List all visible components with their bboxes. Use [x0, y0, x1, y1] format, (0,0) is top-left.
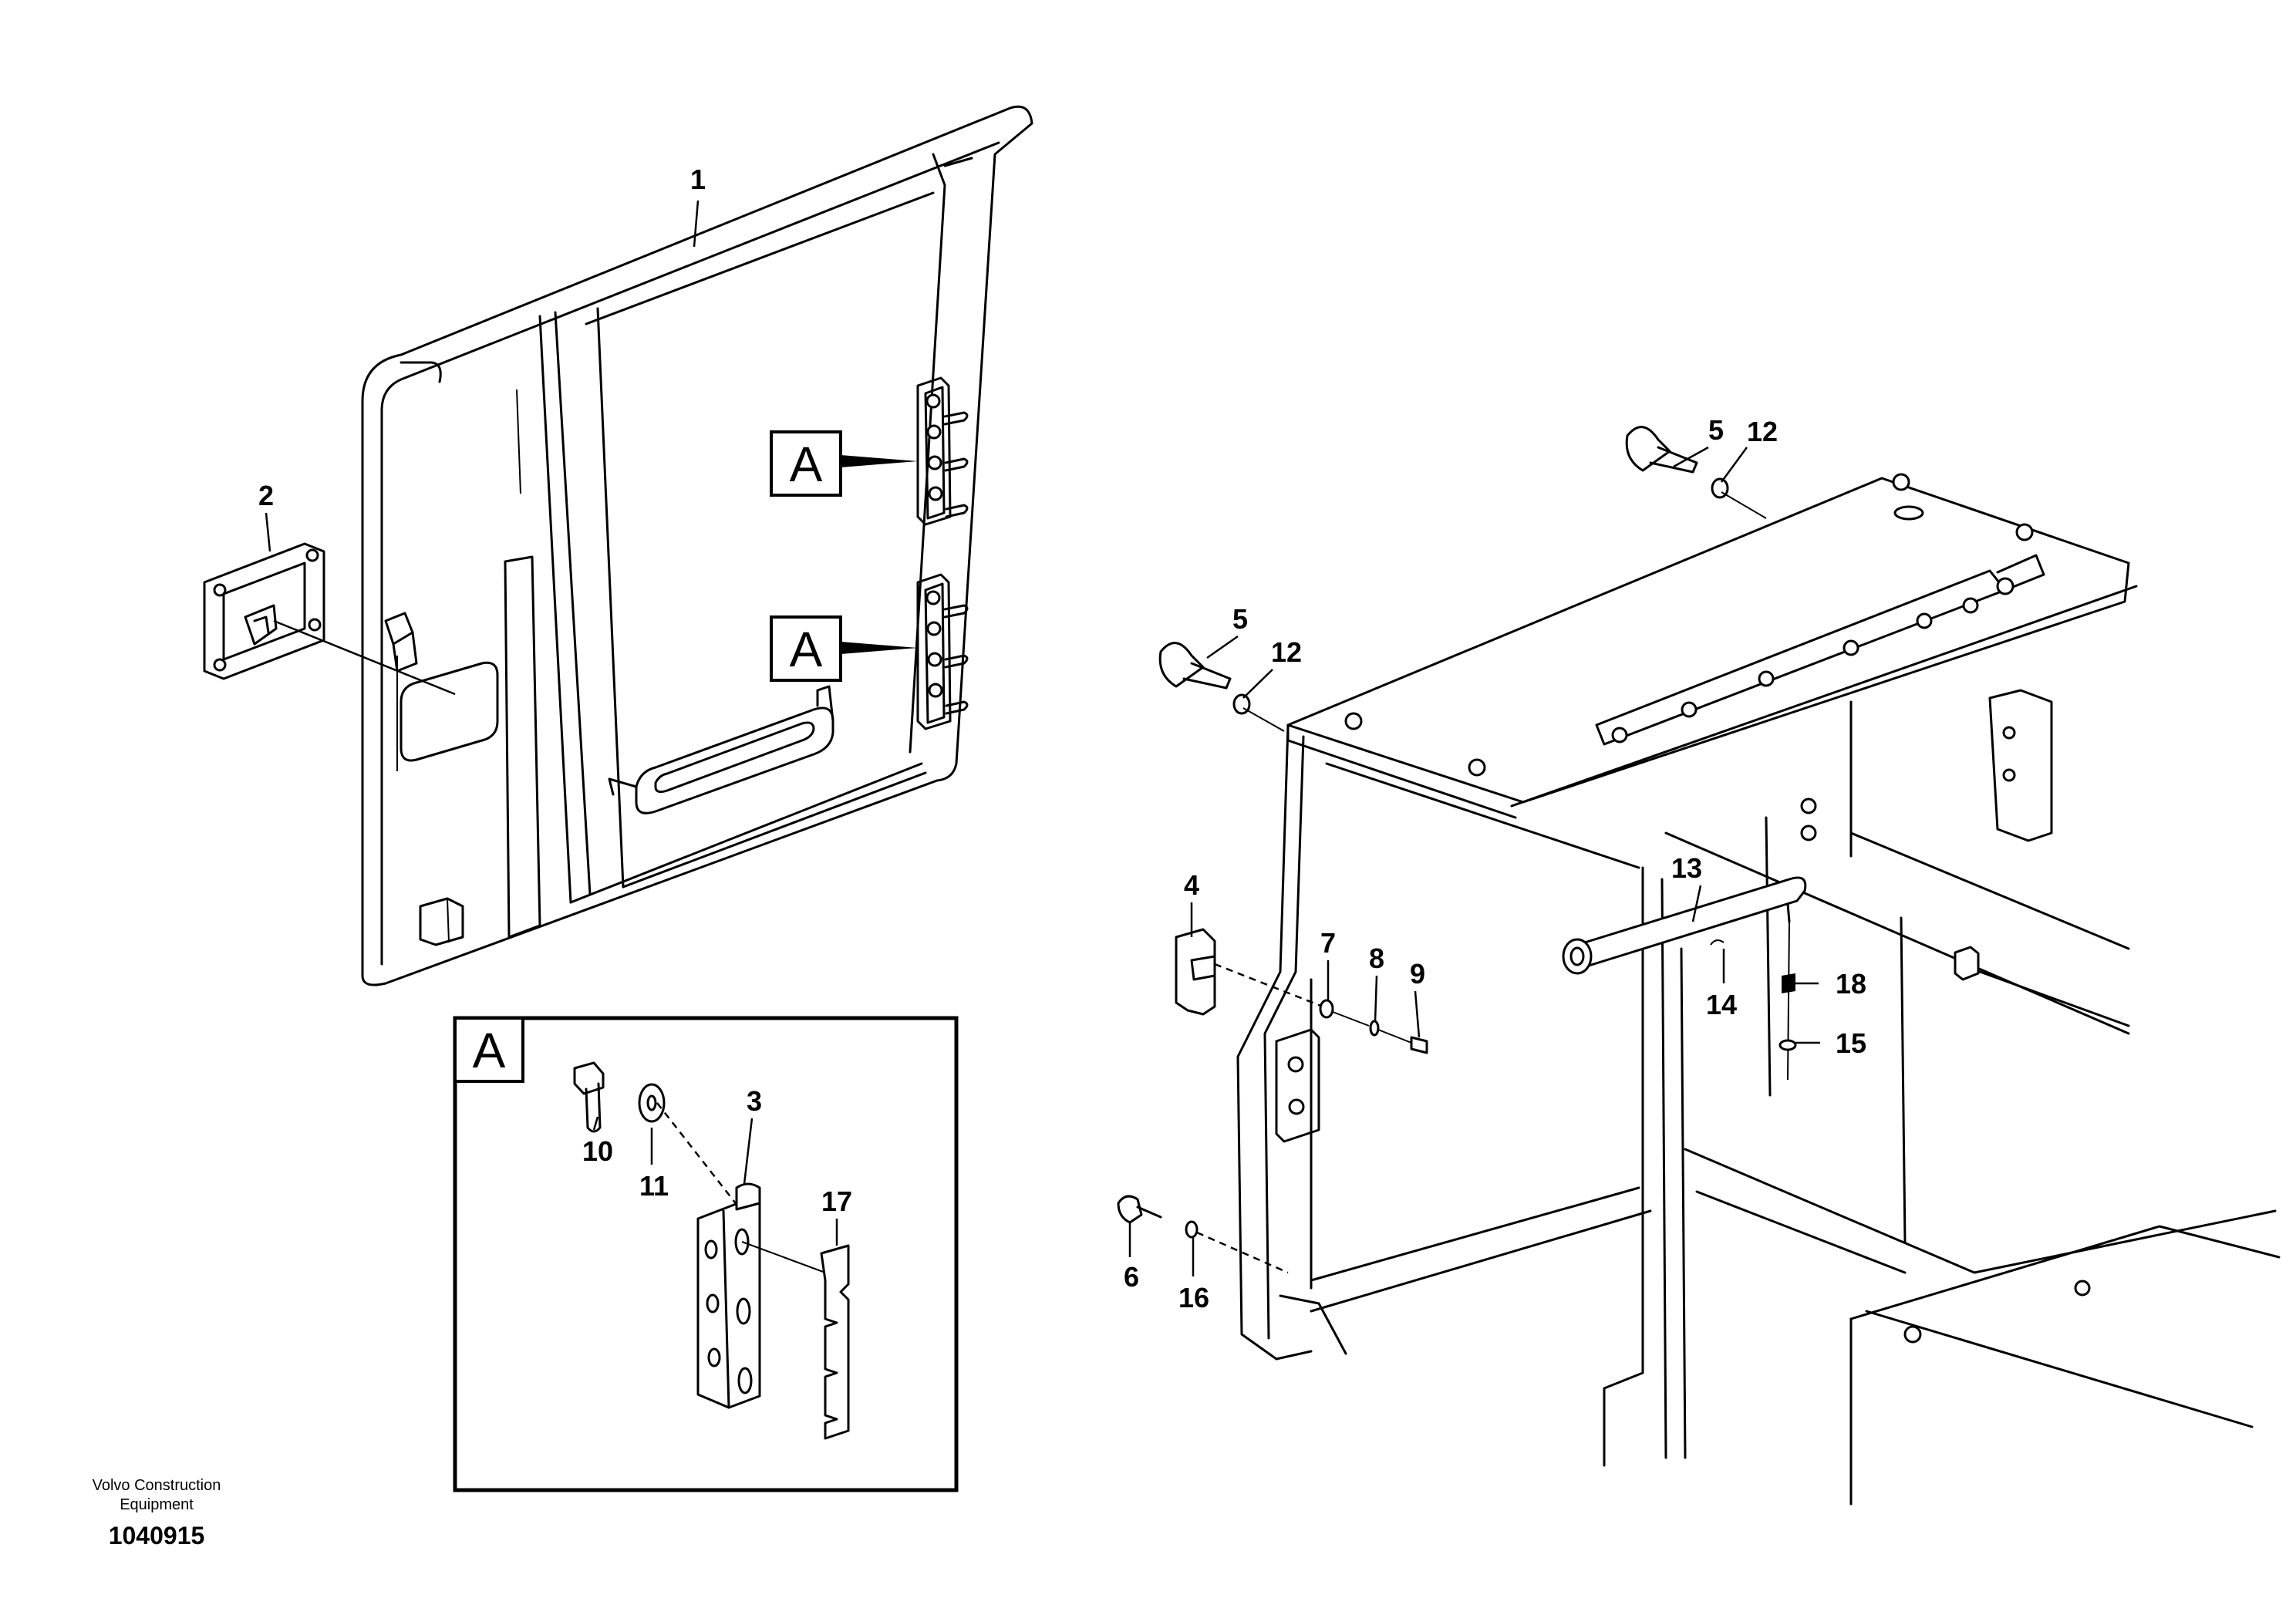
door-panel [361, 105, 1033, 986]
callout-7: 7 [1320, 927, 1336, 959]
callout-10: 10 [582, 1135, 613, 1167]
callout-6: 6 [1124, 1261, 1139, 1293]
detail-a-inset: A [453, 1016, 959, 1492]
footer: Volvo Construction Equipment 1040915 [93, 1477, 221, 1549]
callout-15: 15 [1836, 1027, 1866, 1059]
callout-9: 9 [1410, 958, 1425, 990]
callout-2: 2 [258, 480, 274, 511]
callout-17: 17 [821, 1185, 852, 1217]
callout-3: 3 [747, 1085, 762, 1117]
callout-12-lower: 12 [1271, 636, 1302, 668]
callout-11: 11 [639, 1170, 669, 1202]
callout-14: 14 [1706, 989, 1737, 1020]
bumper-stop-lower [1158, 642, 1285, 732]
detail-marker-letter: A [790, 622, 823, 677]
callout-12-upper: 12 [1747, 416, 1778, 447]
bumper-stop-upper [1625, 426, 1767, 519]
machine-frame [1236, 473, 2281, 1506]
screw-and-washer [1117, 1195, 1289, 1274]
catch-part [1175, 928, 1428, 1054]
callout-13: 13 [1671, 852, 1702, 884]
callout-5-lower: 5 [1232, 603, 1248, 635]
detail-marker-bottom: A [770, 615, 918, 682]
leader-lines [265, 200, 1820, 1276]
callout-5-upper: 5 [1708, 414, 1724, 446]
callout-8: 8 [1369, 943, 1384, 974]
door-latch [203, 542, 325, 680]
brand-line-1: Volvo Construction [93, 1477, 221, 1494]
brand-line-2: Equipment [120, 1496, 194, 1513]
drawing-number: 1040915 [109, 1522, 205, 1549]
stay-rod [1562, 876, 1807, 1081]
inset-letter: A [473, 1023, 506, 1078]
callout-1: 1 [690, 164, 706, 195]
callout-labels: 1 2 3 4 5 5 6 7 8 9 10 11 12 12 13 14 15… [258, 164, 1866, 1313]
callout-4: 4 [1184, 869, 1199, 901]
detail-marker-top: A [770, 430, 918, 497]
callout-16: 16 [1178, 1282, 1209, 1313]
callout-18: 18 [1836, 968, 1866, 1000]
detail-marker-letter: A [790, 437, 823, 492]
